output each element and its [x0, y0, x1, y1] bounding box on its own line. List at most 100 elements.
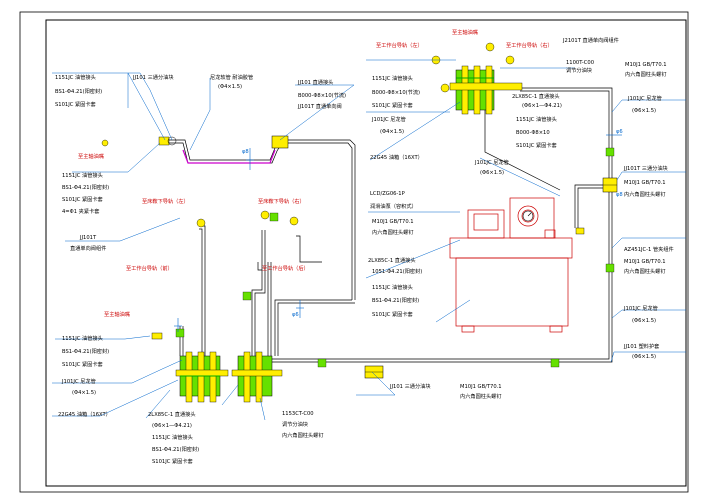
label-tl-pump-6: 22G45 油箱（16XT）: [370, 153, 423, 161]
label-tr-2: 1100T-C00: [566, 60, 594, 66]
label-r-6: AZ451JC-1 管夹组件: [624, 245, 674, 253]
label-guide-top-right: 至工作台导轨（右）: [506, 41, 553, 49]
label-bc-4: BS1-Φ4.21(阳密封): [152, 445, 199, 453]
label-pump-5: 2LX85C-1 直通接头: [368, 256, 416, 264]
label-hose-mid-2: (Φ6×1.5): [480, 170, 504, 176]
label-r-12: (Φ6×1.5): [632, 354, 656, 360]
drawing-frame-outer: [19, 11, 689, 493]
label-pump-6: 1051-Φ4.21(阳密封): [372, 267, 422, 275]
label-guide-right-r: 至床鞍下导轨（右）: [258, 197, 305, 205]
label-jj101t-left-2: 直通单向阀组件: [70, 244, 106, 252]
label-to-lube-top: 至主轴油嘴: [452, 28, 478, 36]
label-top-left-3: S101JC 紧固卡套: [55, 100, 97, 108]
pipe-clamps: [175, 147, 615, 368]
label-bc-3: 1151JC 油管接头: [152, 433, 193, 441]
label-pump-2: 润滑油泵（容积式）: [370, 202, 417, 210]
label-tr-3: 调节分油块: [566, 66, 593, 74]
label-bc-1: 2LX85C-1 直通接头: [148, 410, 196, 418]
label-right-top-3: JJ101T 直通单向阀: [297, 102, 342, 110]
check-valve-top: [271, 135, 289, 149]
label-r-4: M10J1 GB/T70.1: [624, 180, 666, 186]
label-pump-8: BS1-Φ4.21(阳密封): [372, 296, 419, 304]
label-bc-2: (Φ6×1—Φ4.21): [152, 423, 192, 429]
label-r-5: 内六角圆柱头螺钉: [624, 190, 666, 198]
label-top-left-1: 1151JC 油管接头: [55, 73, 96, 81]
drawing-frame-inner: [45, 19, 687, 487]
bottom-tee-block: [364, 365, 384, 379]
label-r-2: (Φ6×1.5): [632, 108, 656, 114]
label-bc-5: S101JC 紧固卡套: [152, 457, 194, 465]
label-pump-3: M10J1 GB/T70.1: [372, 219, 414, 225]
label-bl-5: (Φ4×1.5): [72, 390, 96, 396]
lubrication-pump-unit: [449, 197, 573, 333]
leader-lines: [52, 59, 686, 421]
label-bolt-bottom: M10J1 GB/T70.1: [460, 384, 502, 390]
label-tr-bolt-2: 内六角圆柱头螺钉: [625, 70, 667, 78]
bottom-left-distributor-manifold: [175, 351, 229, 403]
label-r-1: J101JC 尼龙管: [627, 94, 662, 102]
label-to-lube-2: 至主轴油嘴: [104, 310, 130, 318]
label-tl-pump-4: J101JC 尼龙管: [371, 115, 406, 123]
label-bl-6: 22G45 油箱（16XT）: [58, 410, 111, 418]
label-r-8: 内六角圆柱头螺钉: [624, 267, 666, 275]
hose-segment-magenta: [182, 149, 276, 164]
label-bc2-2: 调节分油块: [282, 420, 309, 428]
label-left-mid-4: 4=Φ1 夹紧卡套: [62, 207, 100, 215]
label-mid-c-5: S101JC 紧固卡套: [516, 141, 558, 149]
fitting-left-lube: [151, 332, 163, 340]
label-tl-pump-2: B000-Φ8×10(节流): [372, 88, 420, 96]
label-r-3: JJ101T 三通分油块: [623, 164, 669, 172]
label-dim-3: φ6: [616, 129, 623, 135]
label-dim-4: φ8: [616, 192, 623, 198]
label-left-mid-2: BS1-Φ4.21(阳密封): [62, 183, 109, 191]
dimension-markers: [174, 134, 622, 332]
label-mid-c-1: 2LX85C-1 直通接头: [512, 92, 560, 100]
label-top-left-2: BS1-Φ4.21(阳密封): [55, 87, 102, 95]
label-to-lube-1: 至主轴油嘴: [78, 152, 104, 160]
label-hose-top: 尼龙软管 耐油胶管: [210, 73, 253, 81]
label-hose-top-2: (Φ4×1.5): [218, 84, 242, 90]
label-tl-pump-1: 1151JC 油管接头: [372, 74, 413, 82]
label-bl-4: J101JC 尼龙管: [61, 377, 96, 385]
lube-nozzle-icon: [101, 139, 109, 147]
label-tee-top: JJ101 三通分油块: [132, 73, 174, 81]
main-pipes: [165, 87, 613, 363]
label-bl-3: S101JC 紧固卡套: [62, 360, 104, 368]
fitting-top-left: [158, 136, 170, 146]
label-pump-9: S101JC 紧固卡套: [372, 310, 414, 318]
label-dim-2: φ6: [292, 312, 299, 318]
label-guide-top-left: 至工作台导轨（左）: [376, 41, 423, 49]
label-pump-4: 内六角圆柱头螺钉: [372, 228, 414, 236]
label-r-7: M10J1 GB/T70.1: [624, 259, 666, 265]
tee-top-left: [167, 136, 177, 146]
label-tr-1: J2101T 直通单向阀组件: [562, 36, 619, 44]
label-r-11: JJ101 塑料护套: [623, 342, 660, 350]
label-mid-c-3: 1151JC 油管接头: [516, 115, 557, 123]
label-bc2-1: 1153CT-C00: [282, 411, 314, 417]
top-right-distributor-manifold: [449, 65, 523, 115]
label-jj101t-left: JJ101T: [79, 235, 97, 241]
label-tl-pump-3: S101JC 紧固卡套: [372, 101, 414, 109]
label-bl-1: 1151JC 油管接头: [62, 334, 103, 342]
label-bc2-3: 内六角圆柱头螺钉: [282, 431, 324, 439]
label-tl-pump-5: (Φ4×1.5): [380, 129, 404, 135]
label-mid-c-2: (Φ6×1—Φ4.21): [522, 103, 562, 109]
label-right-top-1: JJ101 直通接头: [297, 78, 333, 86]
label-left-mid-1: 1151JC 油管接头: [62, 171, 103, 179]
label-tr-bolt: M10J1 GB/T70.1: [625, 62, 667, 68]
bottom-center-distributor-manifold: [231, 351, 283, 403]
label-table-left: 至工作台导轨（前）: [126, 264, 173, 272]
label-tee-bottom: JJ101 三通分油块: [389, 382, 431, 390]
label-right-top-2: B000-Φ8×10(节流): [298, 91, 346, 99]
right-tee-block: [602, 177, 618, 193]
label-table-right: 至工作台导轨（后）: [262, 264, 309, 272]
label-pump-7: 1151JC 油管接头: [372, 283, 413, 291]
label-bl-2: BS1-Φ4.21(阳密封): [62, 347, 109, 355]
label-r-10: (Φ6×1.5): [632, 318, 656, 324]
label-guide-left-l: 至床鞍下导轨（左）: [142, 197, 189, 205]
pump-outlet-fitting: [575, 227, 585, 235]
label-r-9: J101JC 尼龙管: [623, 304, 658, 312]
callout-labels: 1151JC 油管接头 BS1-Φ4.21(阳密封) S101JC 紧固卡套 J…: [55, 28, 674, 465]
label-pump-1: LCD/ZG06-1P: [370, 191, 405, 197]
pump-gauge: [522, 210, 534, 222]
